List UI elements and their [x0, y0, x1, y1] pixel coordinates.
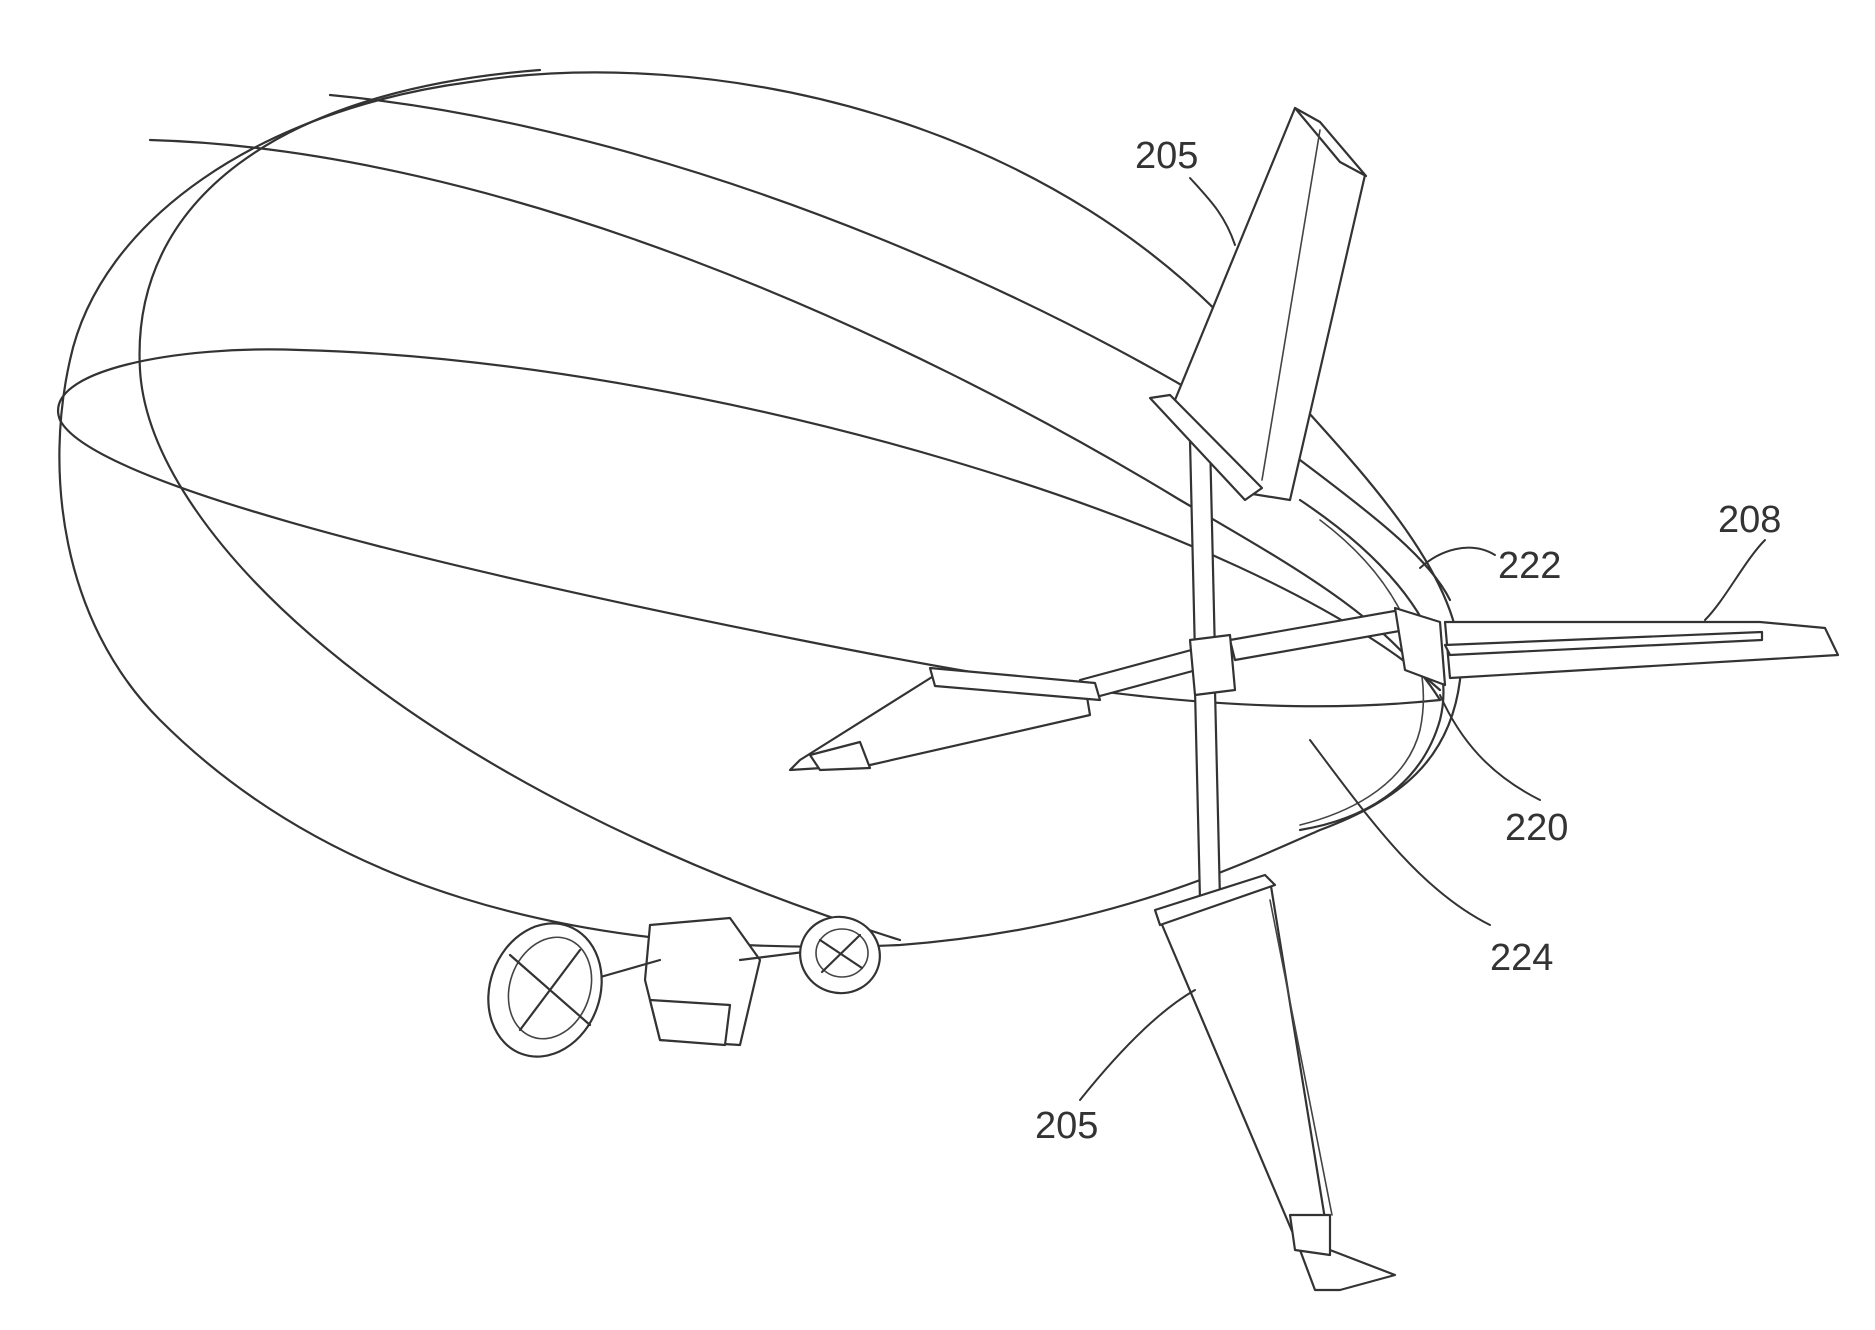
gondola-keel: [650, 1000, 730, 1045]
horizontal-beam-right: [1230, 610, 1405, 660]
envelope: [58, 70, 1461, 947]
envelope-tail-ring-inner: [1300, 520, 1423, 825]
label-hub: 220: [1505, 807, 1568, 849]
leader-224: [1310, 740, 1490, 925]
vertical-beam-lower: [1195, 690, 1220, 900]
leader-205-top: [1190, 178, 1235, 245]
leader-222: [1420, 548, 1495, 568]
vertical-beam-upper: [1190, 440, 1215, 655]
cross-hub: [1190, 635, 1235, 695]
envelope-outline: [59, 72, 1460, 946]
leader-208: [1705, 540, 1765, 620]
label-strut-upper: 222: [1498, 545, 1561, 587]
label-fin-right: 208: [1718, 499, 1781, 541]
fin-left: [790, 668, 1100, 770]
label-fin-top: 205: [1135, 135, 1198, 177]
envelope-rib-longitudinal-1: [140, 70, 900, 940]
tail-structure: [1080, 440, 1405, 900]
label-fin-bottom: 205: [1035, 1105, 1098, 1147]
fin-left-tip: [810, 742, 870, 770]
gondola-assembly: [470, 907, 888, 1072]
fin-right: [1395, 608, 1838, 685]
fin-bottom-tip: [1290, 1215, 1330, 1255]
propeller-duct-left: [470, 907, 620, 1072]
fin-right-root-mount: [1395, 608, 1445, 685]
fin-bottom: [1155, 875, 1395, 1290]
leader-220: [1440, 695, 1540, 800]
label-strut-lower: 224: [1490, 937, 1553, 979]
leader-205-bottom: [1080, 990, 1195, 1100]
